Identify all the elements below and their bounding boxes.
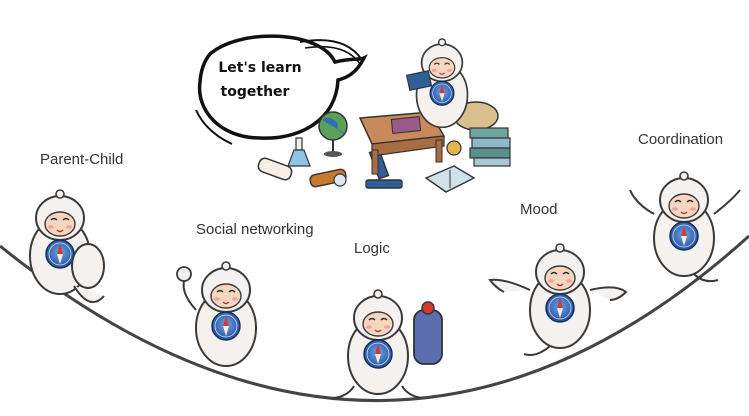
reading-mascot — [405, 39, 468, 127]
telescope-icon — [309, 168, 347, 188]
speech-bubble-text-area: Let's learn together — [218, 60, 302, 100]
label-mood: Mood — [520, 201, 558, 218]
social-networking-mascot — [176, 262, 256, 366]
study-scene — [257, 39, 511, 193]
flask-icon — [287, 137, 311, 167]
label-social-networking: Social networking — [196, 221, 314, 238]
label-coordination: Coordination — [638, 131, 724, 148]
open-book-icon — [424, 165, 476, 193]
logic-mascot — [333, 290, 443, 399]
speech-bubble — [195, 34, 368, 145]
coordination-mascot — [629, 172, 741, 283]
book-stack-icon — [469, 127, 511, 167]
label-parent-child: Parent-Child — [40, 151, 124, 168]
ground-arc — [0, 234, 749, 402]
scroll-icon — [257, 157, 293, 181]
desk — [358, 111, 446, 175]
bubble-line-1: Let's learn — [218, 60, 302, 76]
globe-icon — [318, 111, 348, 157]
bubble-line-2: together — [220, 84, 290, 100]
label-logic: Logic — [354, 240, 390, 257]
mood-mascot — [488, 244, 628, 356]
clock-icon — [446, 140, 462, 156]
parent-child-mascot — [30, 190, 105, 304]
